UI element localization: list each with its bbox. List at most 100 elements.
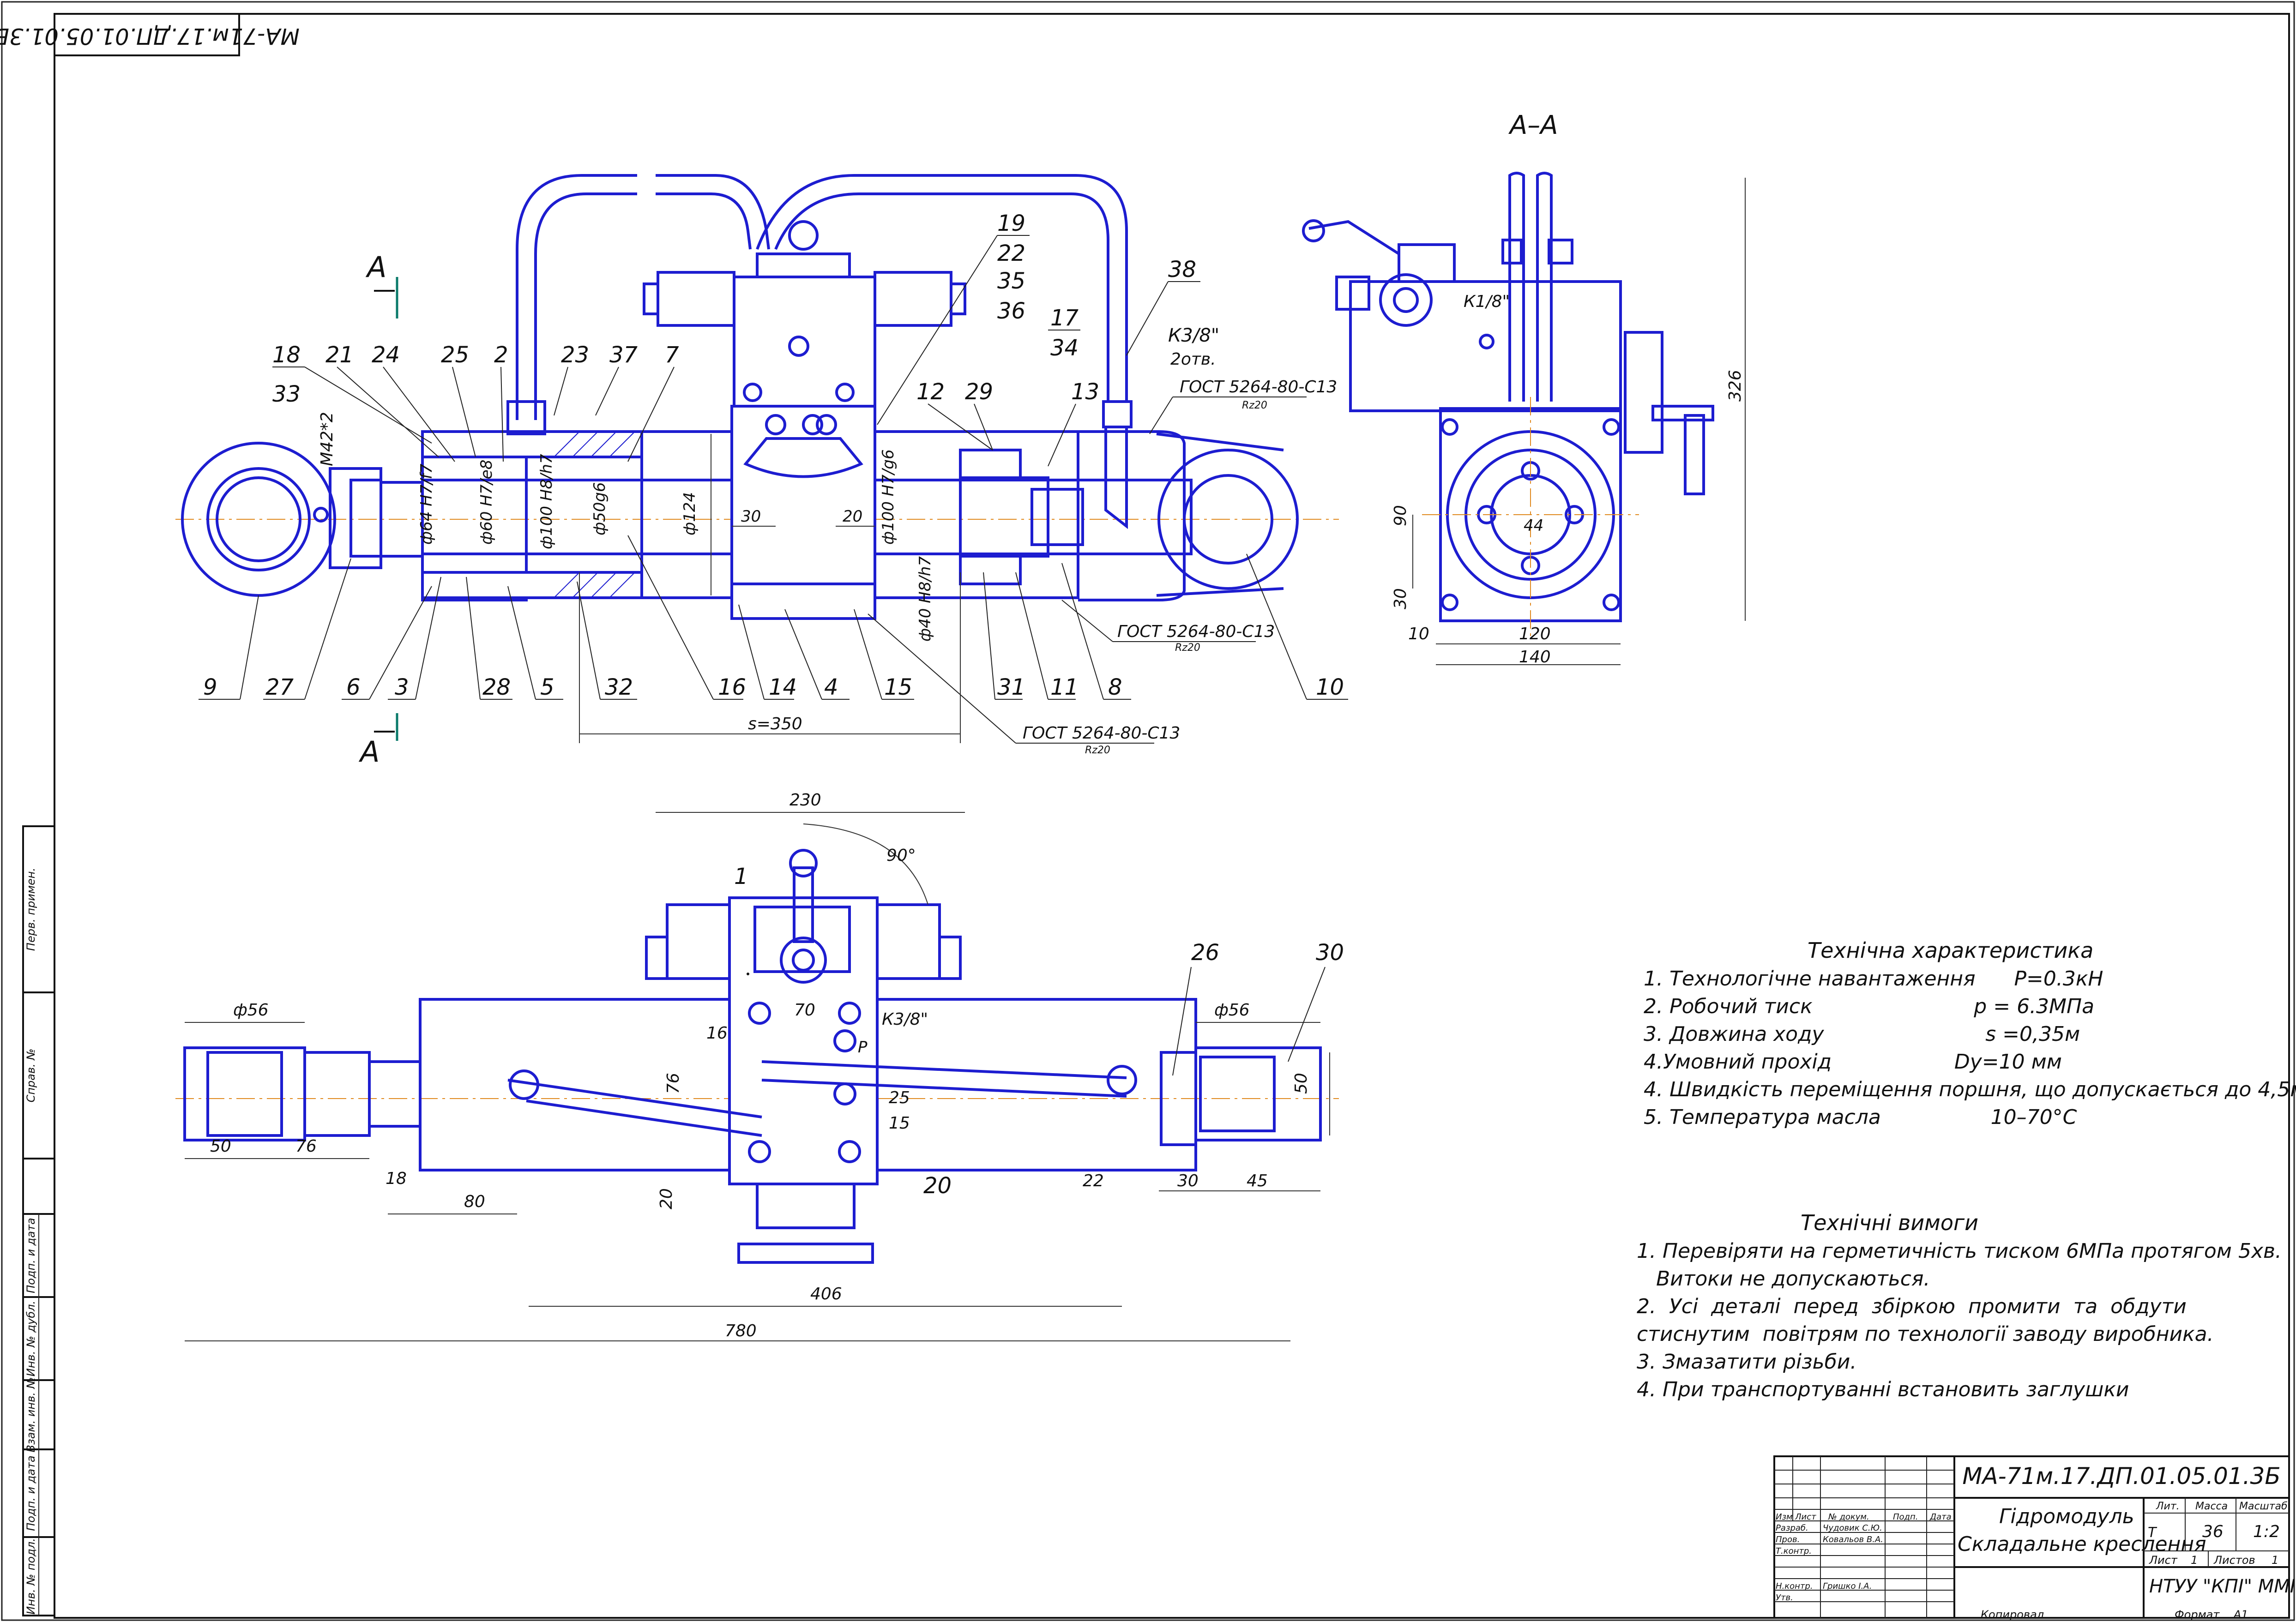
callout-number: 37 — [609, 342, 638, 368]
callout-number: 11 — [1050, 674, 1079, 700]
tech-characteristics-line: 4.Умовний прохід Dy=10 мм — [1644, 1050, 2062, 1074]
dimension-label: М42*2 — [318, 412, 337, 466]
dimension-label: 406 — [810, 1285, 842, 1304]
tb-role: Разраб. — [1776, 1523, 1808, 1533]
callout-number: 3 — [395, 674, 409, 700]
callout-number: 16 — [718, 674, 746, 700]
callout-number: 34 — [1050, 335, 1079, 361]
callout-number: 17 — [1050, 305, 1079, 331]
dimension-label: 30 — [741, 507, 761, 526]
tech-characteristics-line: 1. Технологічне навантаження Р=0.3кН — [1644, 967, 2103, 991]
dimension-label: ф40 H8/h7 — [916, 556, 934, 642]
dimension-label: 70 — [794, 1001, 815, 1020]
dimension-label: ф100 H7/g6 — [879, 449, 898, 545]
dimension-label: 20 — [843, 507, 862, 526]
callout-number: 21 — [325, 342, 354, 368]
callout-number: 20 — [923, 1173, 952, 1199]
dimension-label: 15 — [889, 1114, 910, 1133]
tb-mass-value: 36 — [2202, 1522, 2224, 1541]
tech-requirements-line: 1. Перевіряти на герметичність тиском 6М… — [1637, 1239, 2282, 1263]
margin-label: Подп. и дата — [24, 1455, 37, 1531]
callout-number: 24 — [372, 342, 400, 368]
title-block: Изм Лист № докум. Подп. Дата Разраб. Про… — [1773, 1455, 2296, 1621]
tb-sheets-label: Листов — [2213, 1554, 2255, 1567]
tech-characteristics-line: 4. Швидкість переміщення поршня, що допу… — [1644, 1078, 2296, 1101]
dimension-label: ф56 — [233, 1001, 269, 1020]
dimension-label: ф100 H8/h7 — [537, 454, 556, 549]
callouts-top: 19 22 35 36 17 34 38 18 33 21 24 25 2 23… — [272, 210, 1200, 467]
dimension-label: 76 — [295, 1137, 317, 1156]
tb-mass-label: Масса — [2195, 1501, 2228, 1512]
dimension-label: ф124 — [681, 492, 699, 535]
dimension-label: 80 — [464, 1192, 485, 1211]
dimension-label: 326 — [1726, 370, 1745, 402]
callout-number: 9 — [203, 674, 217, 700]
margin-label: Инв. № подл. — [24, 1538, 37, 1615]
tb-designation: МА-71м.17.ДП.01.05.01.3Б — [1962, 1463, 2280, 1490]
callout-number: 10 — [1316, 674, 1344, 700]
tb-role: Н.контр. — [1776, 1581, 1813, 1591]
tb-role: Пров. — [1776, 1535, 1800, 1544]
dimension-label: 45 — [1247, 1171, 1268, 1190]
callout-number: 2 — [494, 342, 508, 368]
thread-note: К3/8" — [1168, 325, 1219, 346]
tb-col-header: Лист — [1795, 1512, 1816, 1522]
tb-sheet-value: 1 — [2191, 1554, 2198, 1567]
dimension-label: 30 — [1177, 1171, 1199, 1190]
rz-note: Rz20 — [1175, 642, 1200, 654]
tech-characteristics-title: Технічна характеристика — [1808, 938, 2093, 963]
dimension-label: ф64 H7/f7 — [417, 463, 436, 545]
callout-number: 12 — [916, 379, 945, 405]
dimension-label: s=350 — [748, 715, 802, 733]
tech-requirements: Технічні вимоги 1. Перевіряти на гермети… — [1637, 1210, 2282, 1401]
dimension-label: 10 — [1408, 625, 1429, 643]
side-view-a-a: А–А К1/8" 326 90 30 — [1302, 110, 1746, 667]
section-view: А А 19 22 35 36 17 34 38 18 33 21 24 25 — [175, 174, 1348, 769]
dimension-label: 90 — [1391, 505, 1410, 526]
callout-number: 33 — [272, 381, 301, 407]
tb-col-header: № докум. — [1828, 1512, 1869, 1522]
callout-number: 30 — [1316, 940, 1344, 966]
tb-format: Формат А1 — [2175, 1608, 2248, 1621]
tb-lit-label: Лит. — [2156, 1501, 2180, 1512]
callout-number: 4 — [824, 674, 838, 700]
callout-number: 6 — [346, 674, 361, 700]
thread-note-sub: 2отв. — [1170, 350, 1216, 369]
gost-note: ГОСТ 5264-80-С13 — [1180, 378, 1337, 396]
dimension-label: 30 — [1391, 588, 1410, 609]
thread-note: К1/8" — [1464, 292, 1510, 311]
callout-number: 36 — [997, 298, 1025, 324]
dimension-label: ф50g6 — [591, 482, 609, 535]
callout-number: 8 — [1108, 674, 1122, 700]
tb-col-header: Дата — [1929, 1512, 1952, 1522]
tech-requirements-line: Витоки не допускаються. — [1637, 1267, 1930, 1291]
dimension-label: 50 — [1292, 1073, 1311, 1094]
right-eye-outer — [1157, 449, 1299, 590]
tb-name: Чудовик С.Ю. — [1823, 1523, 1882, 1533]
dimension-label: 140 — [1519, 648, 1551, 667]
tech-requirements-title: Технічні вимоги — [1801, 1210, 1978, 1235]
tb-sheets-value: 1 — [2272, 1554, 2278, 1567]
callout-number: 27 — [265, 674, 294, 700]
callout-number: 31 — [997, 674, 1025, 700]
callout-number: 5 — [540, 674, 554, 700]
margin-label: Перв. примен. — [24, 868, 37, 951]
tb-scale-label: Масштаб — [2239, 1501, 2288, 1512]
margin-label: Справ. № — [24, 1049, 37, 1103]
tech-requirements-line: 3. Змазатити різьби. — [1637, 1350, 1856, 1374]
tech-characteristics-line: 2. Робочий тиск р = 6.3МПа — [1644, 995, 2094, 1018]
dimension-label: 780 — [725, 1322, 757, 1340]
callouts-bottom: 9 27 6 3 28 5 32 16 14 — [199, 535, 1348, 700]
callout-number: 13 — [1071, 379, 1099, 405]
tb-col-header: Изм — [1776, 1512, 1793, 1522]
tb-name: Гришко І.А. — [1823, 1581, 1872, 1591]
dimension-label: ф56 — [1214, 1001, 1250, 1020]
callout-number: 32 — [605, 674, 633, 700]
callout-number: 19 — [997, 210, 1025, 236]
dimension-label: 25 — [889, 1088, 910, 1107]
dimension-label: 230 — [789, 791, 821, 810]
dimension-label: Р — [858, 1038, 868, 1057]
callout-number: 28 — [482, 674, 511, 700]
